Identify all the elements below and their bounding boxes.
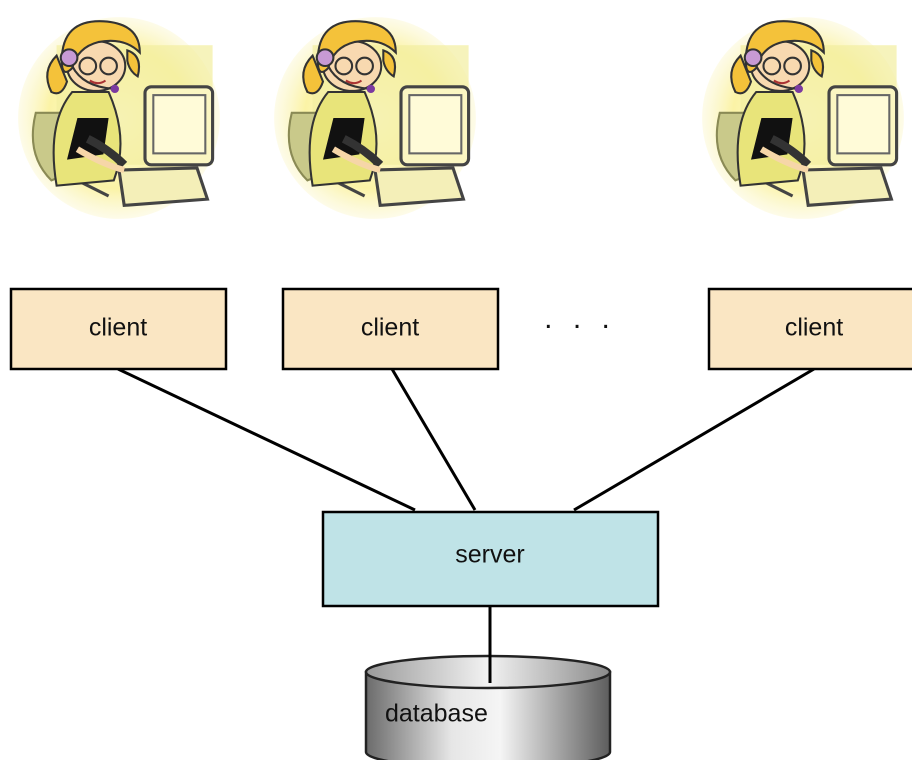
call-center-operator-icon bbox=[18, 17, 220, 219]
server-node: server bbox=[321, 510, 660, 608]
user-1 bbox=[18, 17, 220, 219]
call-center-operator-icon bbox=[274, 17, 476, 219]
database-cylinder-icon bbox=[364, 654, 612, 760]
client-label: client bbox=[785, 314, 843, 342]
database-label: database bbox=[385, 700, 488, 728]
server-label: server bbox=[455, 541, 524, 569]
call-center-operator-icon bbox=[702, 17, 904, 219]
user-2 bbox=[274, 17, 476, 219]
client-box bbox=[707, 287, 912, 371]
database-node: database bbox=[364, 640, 612, 760]
server-box bbox=[321, 510, 660, 608]
user-3 bbox=[702, 17, 904, 219]
edge-client-1-server bbox=[117, 367, 416, 512]
client-label: client bbox=[89, 314, 147, 342]
edge-client-3-server bbox=[573, 367, 815, 512]
client-label: client bbox=[361, 314, 419, 342]
edge-client-2-server bbox=[390, 368, 477, 511]
client-box bbox=[9, 287, 228, 371]
client-box bbox=[281, 287, 500, 371]
client-node-2: client bbox=[281, 287, 500, 371]
client-node-1: client bbox=[9, 287, 228, 371]
ellipsis: . . . bbox=[544, 302, 616, 335]
client-node-3: client bbox=[707, 287, 912, 371]
